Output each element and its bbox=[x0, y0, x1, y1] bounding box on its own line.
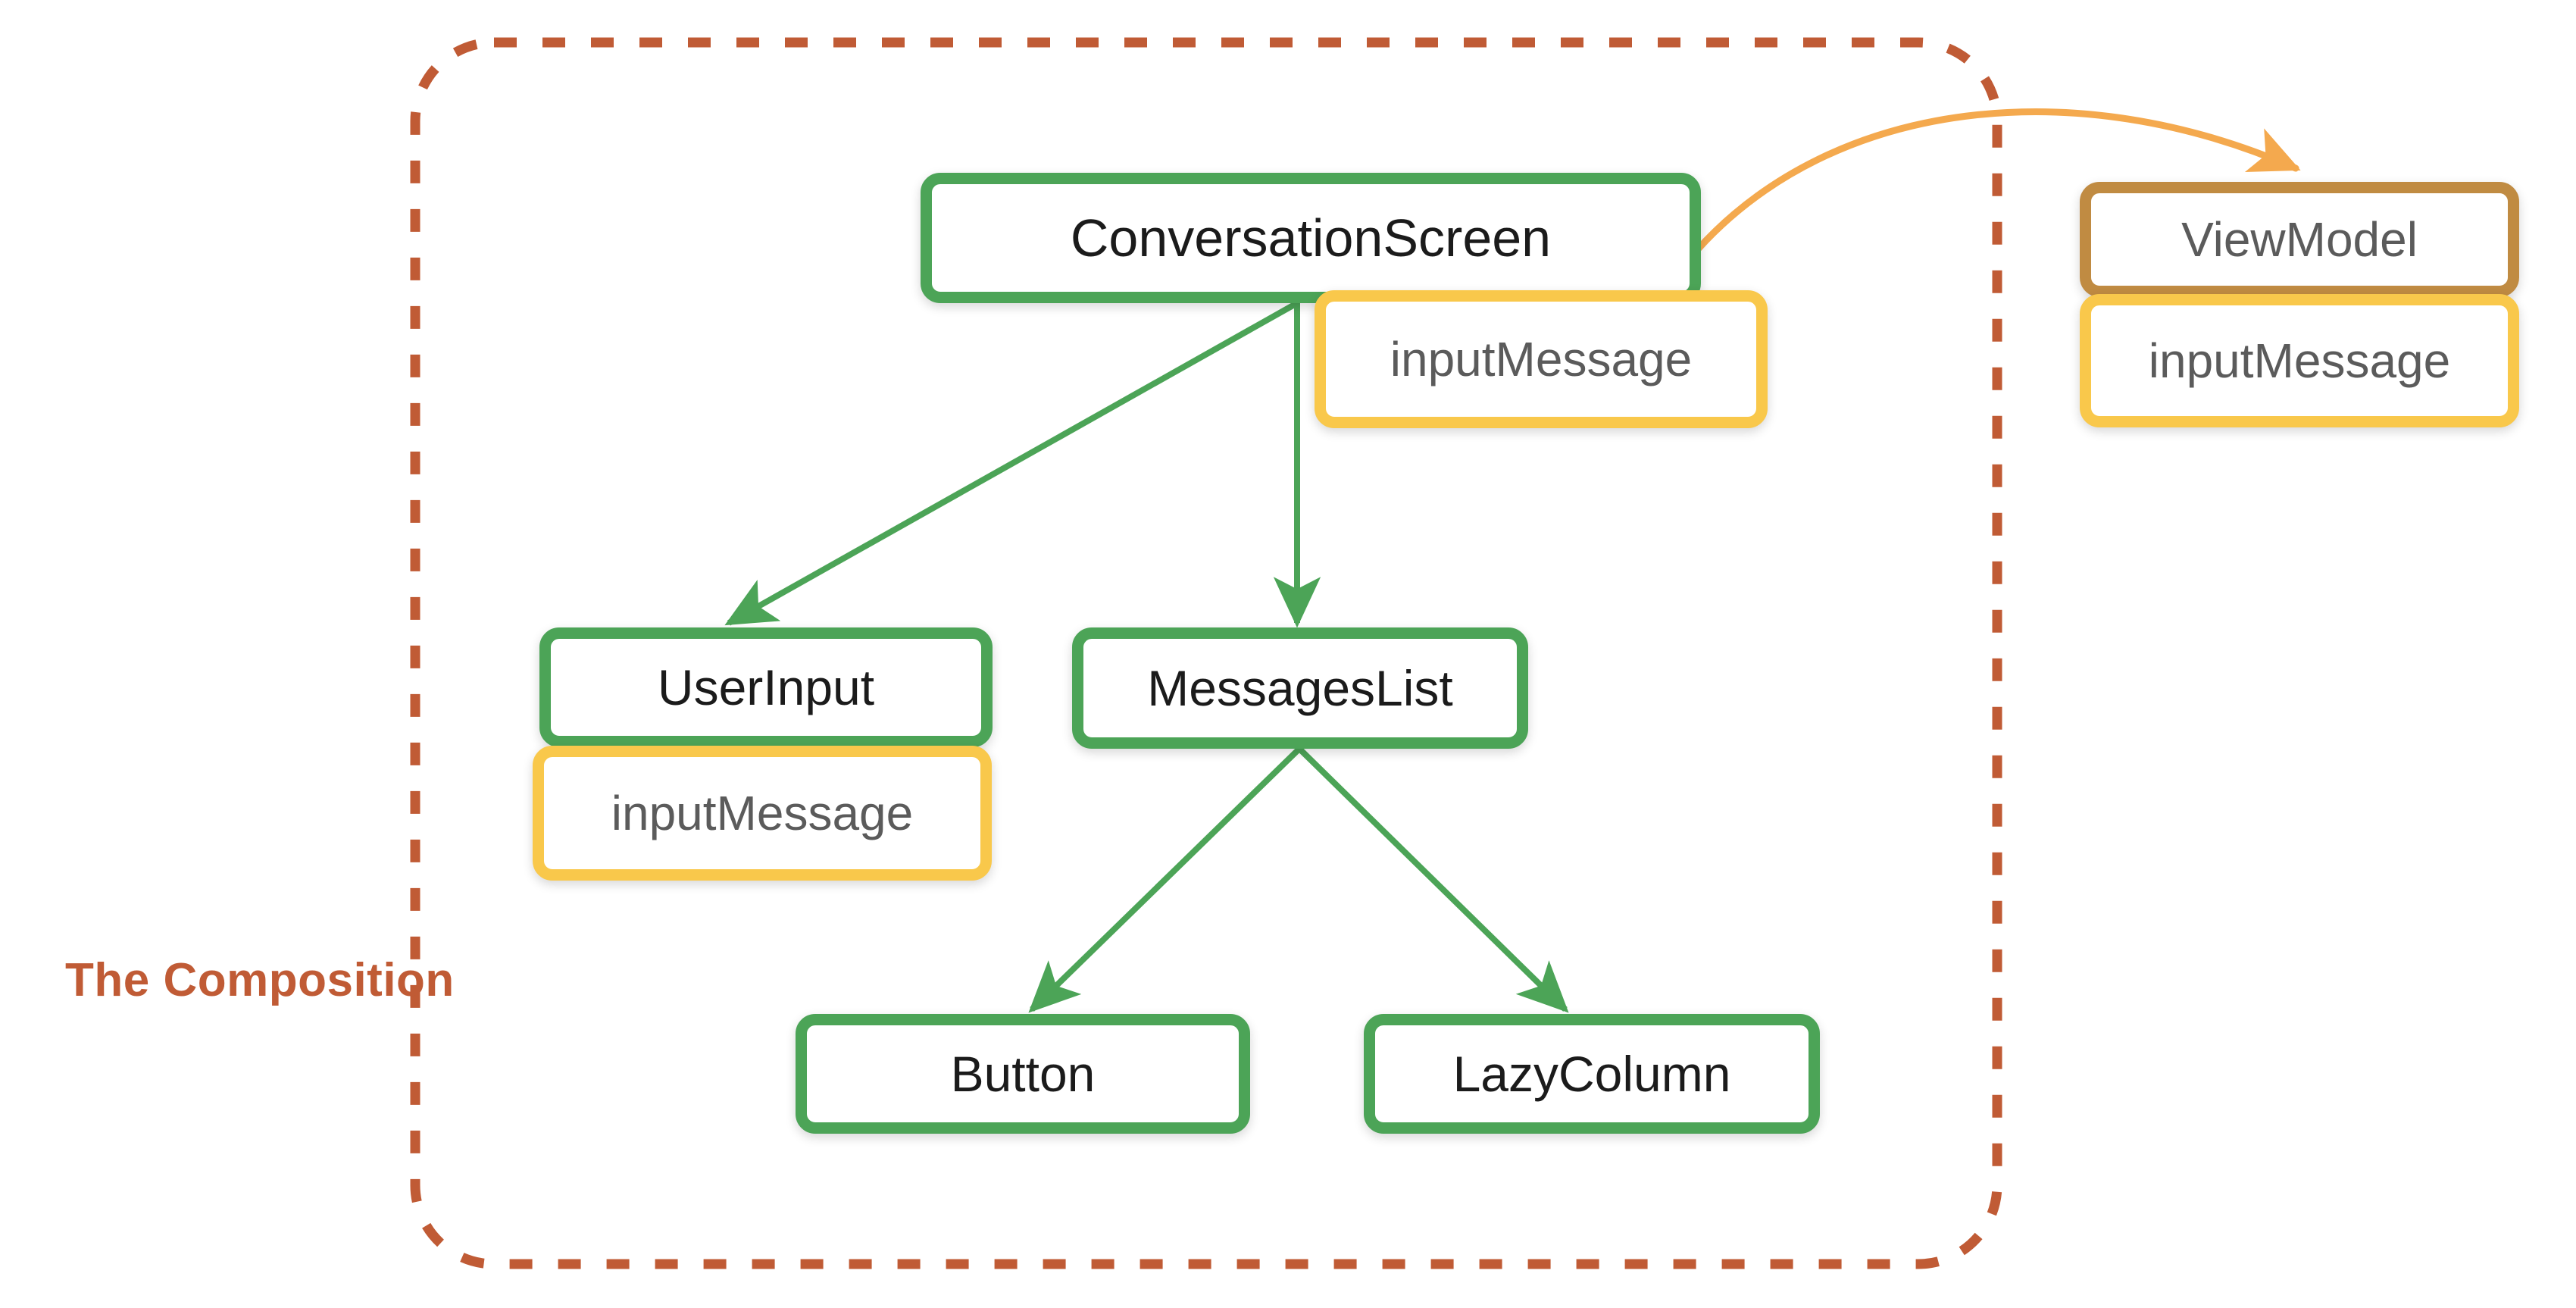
node-label-lazy-column: LazyColumn bbox=[1452, 1046, 1731, 1102]
node-label-messages-list: MessagesList bbox=[1147, 660, 1453, 716]
composition-boundary-label: The Composition bbox=[65, 954, 455, 1006]
edge-conversationscreen-userinput bbox=[724, 300, 1299, 626]
node-conversation-screen[interactable]: ConversationScreen bbox=[921, 173, 1701, 303]
node-label-button: Button bbox=[950, 1046, 1096, 1102]
edge-messageslist-button bbox=[1028, 746, 1302, 1013]
node-user-input-state[interactable]: inputMessage bbox=[533, 746, 992, 881]
node-label-conversation-screen: ConversationScreen bbox=[1070, 208, 1552, 268]
node-label-view-model: ViewModel bbox=[2181, 212, 2418, 267]
edge-messageslist-lazycolumn bbox=[1297, 746, 1569, 1013]
node-button[interactable]: Button bbox=[796, 1014, 1250, 1134]
node-label-view-model-state: inputMessage bbox=[2148, 333, 2451, 388]
node-label-user-input: UserInput bbox=[657, 659, 875, 715]
node-lazy-column[interactable]: LazyColumn bbox=[1364, 1014, 1820, 1134]
node-view-model-state[interactable]: inputMessage bbox=[2080, 294, 2519, 427]
node-messages-list[interactable]: MessagesList bbox=[1072, 627, 1528, 749]
node-label-conversation-screen-state: inputMessage bbox=[1390, 332, 1693, 386]
node-label-user-input-state: inputMessage bbox=[611, 786, 914, 840]
node-view-model[interactable]: ViewModel bbox=[2080, 182, 2519, 297]
node-conversation-screen-state[interactable]: inputMessage bbox=[1315, 290, 1768, 428]
node-user-input[interactable]: UserInput bbox=[539, 627, 993, 747]
